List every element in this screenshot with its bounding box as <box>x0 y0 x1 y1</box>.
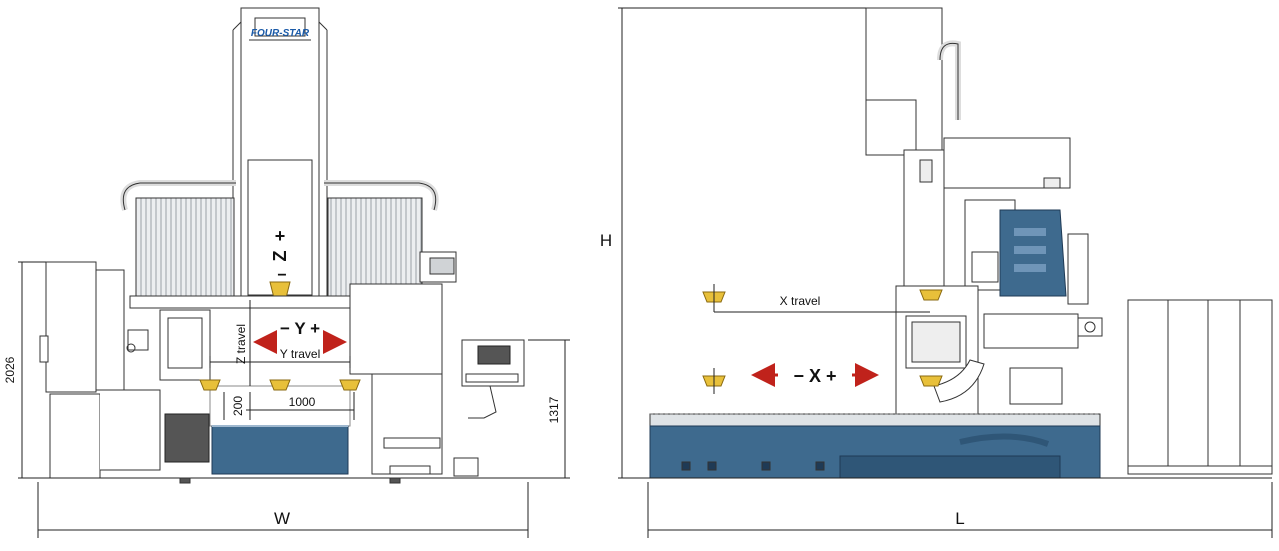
x-travel-label: X travel <box>780 294 821 308</box>
brand-logo: FOUR-STAR <box>251 28 310 39</box>
spindle-clearance-dimension: 200 <box>231 396 245 416</box>
side-tool-positions <box>702 284 943 394</box>
height-dimension: H <box>600 231 612 250</box>
z-axis-label: Z <box>270 251 290 262</box>
table-span-dimension: 1000 <box>289 395 316 409</box>
z-travel-label: Z travel <box>234 324 248 364</box>
z-plus-label: + <box>275 226 286 246</box>
front-dimensions <box>18 261 570 538</box>
x-axis-label: − X + <box>793 366 836 386</box>
width-dimension: W <box>274 509 290 528</box>
front-view <box>39 7 530 484</box>
y-axis-label: − Y + <box>280 319 320 338</box>
front-tool-positions <box>199 379 361 391</box>
table-height-dimension: 1317 <box>547 396 561 423</box>
overall-height-dimension: 2026 <box>3 356 17 383</box>
side-view <box>646 7 1273 479</box>
z-minus-label: − <box>277 267 286 284</box>
y-travel-label: Y travel <box>280 347 320 361</box>
length-dimension: L <box>955 509 964 528</box>
side-dimensions <box>618 7 1273 538</box>
